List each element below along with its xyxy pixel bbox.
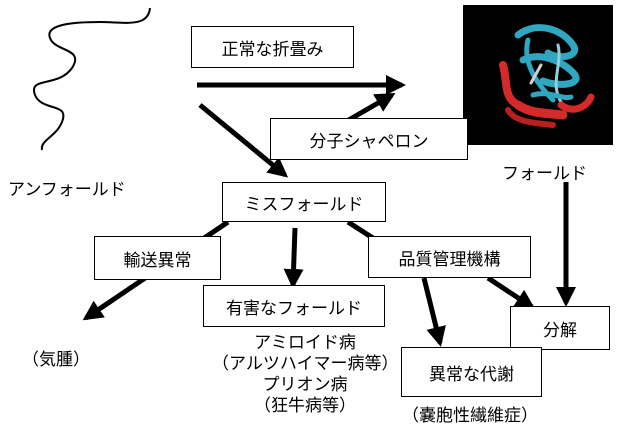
normal-folding-box: 正常な折畳み	[191, 26, 354, 68]
folded-protein-icon	[463, 5, 613, 145]
arrow-misfold-to-toxic	[283, 227, 304, 289]
arrow-qc-to-degradation	[486, 275, 536, 310]
amyloid-examples-text: （アルツハイマー病等）	[212, 354, 399, 374]
misfold-box: ミスフォールド	[222, 182, 386, 222]
arrow-unfold-to-misfold	[198, 103, 289, 178]
arrow-qc-to-metabolism	[421, 277, 446, 347]
unfolded-label: アンフォールド	[8, 180, 126, 200]
chaperone-box: 分子シャペロン	[270, 118, 468, 160]
abnormal-metabolism-box: 異常な代謝	[401, 347, 542, 397]
amyloid-disease-text: アミロイド病	[254, 333, 356, 353]
prion-examples-text: （狂牛病等）	[254, 396, 356, 416]
unfolded-chain-icon	[32, 7, 151, 151]
folded-label: フォールド	[502, 164, 587, 184]
amyloid-label: アミロイド病 （アルツハイマー病等） プリオン病 （狂牛病等）	[212, 333, 399, 417]
quality-control-box: 品質管理機構	[368, 236, 531, 278]
emphysema-label: （気腫）	[22, 350, 90, 370]
transport-abnormal-box: 輸送異常	[94, 236, 221, 280]
toxic-fold-box: 有害なフォールド	[203, 285, 385, 327]
cystic-fibrosis-label: （嚢胞性繊維症）	[402, 406, 538, 426]
degradation-box: 分解	[510, 306, 610, 350]
prion-disease-text: プリオン病	[262, 375, 348, 395]
